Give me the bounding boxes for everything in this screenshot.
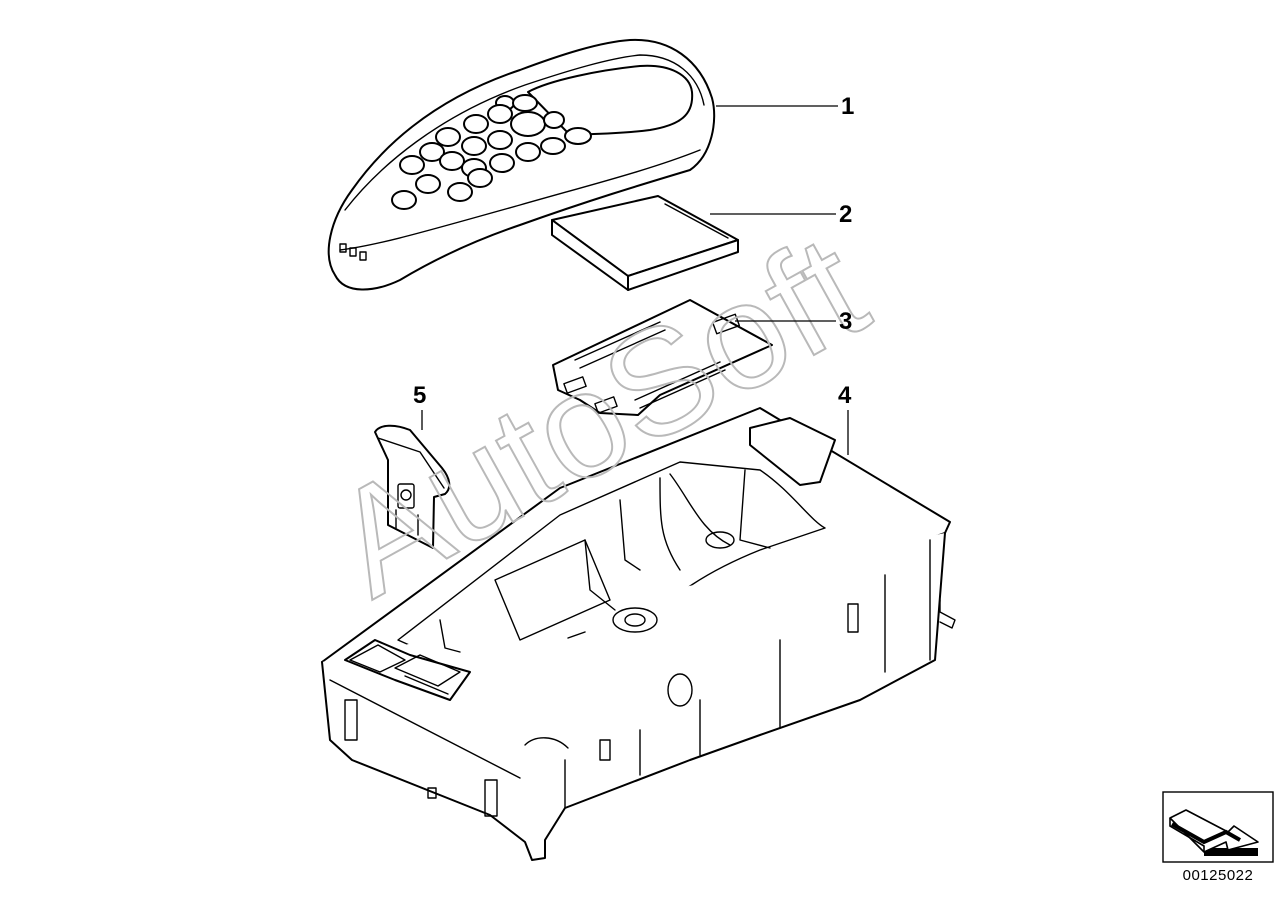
handset-part — [327, 38, 716, 291]
callout-2: 2 — [839, 201, 852, 228]
callout-4: 4 — [838, 382, 852, 409]
bracket-part — [374, 424, 451, 549]
console-tray-part — [321, 407, 956, 861]
callout-3: 3 — [839, 308, 852, 335]
callout-1: 1 — [841, 93, 854, 120]
arrow-orientation-icon — [1162, 791, 1274, 863]
battery-cover-part — [552, 299, 773, 416]
callout-5: 5 — [413, 382, 426, 409]
battery-part — [551, 195, 739, 291]
reference-number: 00125022 — [1182, 867, 1254, 884]
keypad — [391, 94, 592, 210]
leader-lines — [421, 105, 849, 455]
